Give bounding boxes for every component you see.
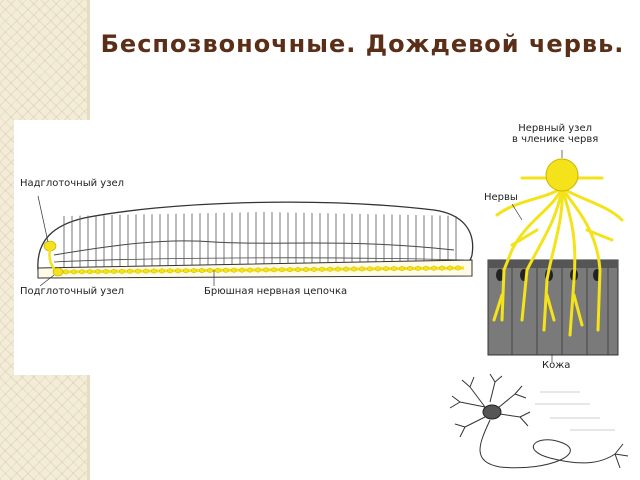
nerve-ganglion: [431, 265, 437, 271]
nerve-ganglion: [191, 268, 197, 274]
nerve-ganglion: [247, 267, 253, 273]
nerve-ganglion: [87, 269, 93, 275]
nerve-ganglion: [143, 268, 149, 274]
label-segment-ganglion: Нервный узел в членике червя: [512, 123, 599, 145]
label-ventral-nerve-chain: Брюшная нервная цепочка: [204, 286, 348, 297]
nerve-ganglion: [111, 268, 117, 274]
nerve-ganglion: [71, 269, 77, 275]
nerve-ganglion: [167, 268, 173, 274]
nerve-ganglion: [215, 267, 221, 273]
nerve-ganglion: [63, 269, 69, 275]
nerve-ganglion: [151, 268, 157, 274]
segment-illustration: [487, 150, 624, 362]
nerve-ganglion: [175, 268, 181, 274]
nerve-ganglion: [311, 266, 317, 272]
nerve-ganglion: [359, 266, 365, 272]
neuron-drawing: [449, 373, 629, 469]
neuron-illustration: [440, 372, 640, 480]
nerve-ganglion: [327, 266, 333, 272]
nerve-ganglion: [271, 267, 277, 273]
supraesophageal-ganglion: [43, 240, 57, 252]
nerve-ganglion: [303, 267, 309, 272]
page-title: Беспозвоночные. Дождевой червь.: [100, 30, 625, 58]
nerve-ganglion: [343, 266, 349, 272]
nerve-ganglion: [135, 268, 141, 274]
segment-ganglion: [545, 158, 579, 192]
label-nerves: Нервы: [484, 192, 518, 203]
nerve-ganglion: [159, 268, 165, 274]
nerve-ganglion: [223, 267, 229, 273]
nerve-ganglion: [375, 266, 381, 272]
nerve-ganglion: [455, 265, 461, 271]
nerve-ganglion: [351, 266, 357, 272]
nerve-ganglion: [367, 266, 373, 272]
nerve-ganglion: [439, 265, 445, 271]
nerve-ganglion: [287, 267, 293, 273]
nerve-ganglion: [127, 268, 133, 274]
nerve-ganglion: [399, 266, 405, 271]
nerve-ganglion: [231, 267, 237, 273]
nerve-ganglion: [279, 267, 285, 273]
worm-gut: [53, 240, 455, 256]
nerve-ganglion: [119, 268, 125, 274]
nerve-ganglion: [239, 267, 245, 273]
worm-diagram: Надглоточный узел Подглоточный узел Брюш…: [14, 120, 482, 375]
nerve-ganglion: [447, 265, 453, 271]
label-skin: Кожа: [542, 360, 571, 371]
nerve-ganglion: [95, 269, 101, 275]
neuron-cell-body: [482, 404, 502, 420]
nerve-ganglion: [207, 267, 213, 273]
nerve-ganglion: [183, 268, 189, 274]
nerve-ganglion: [199, 268, 205, 273]
nerve-ganglion: [103, 269, 109, 274]
nerve-ganglion: [383, 266, 389, 272]
subesophageal-ganglion: [52, 267, 64, 277]
nerve-ganglion: [423, 265, 429, 271]
nerve-ganglion: [415, 265, 421, 271]
nerve-ganglion: [255, 267, 261, 273]
worm-illustration: [37, 195, 474, 287]
nerve-ganglion: [319, 266, 325, 272]
nerve-ganglion: [79, 269, 85, 275]
segment-diagram: Нервный узел в членике червя Нервы Кожа: [482, 120, 638, 375]
label-subesophageal-ganglion: Подглоточный узел: [20, 286, 125, 297]
nerve-ganglion: [391, 266, 397, 272]
label-supraesophageal-ganglion: Надглоточный узел: [20, 178, 125, 189]
nerve-ganglion: [407, 265, 413, 271]
nerve-ganglion: [335, 266, 341, 272]
nerve-ganglion: [263, 267, 269, 273]
nerve-ganglion: [295, 267, 301, 273]
